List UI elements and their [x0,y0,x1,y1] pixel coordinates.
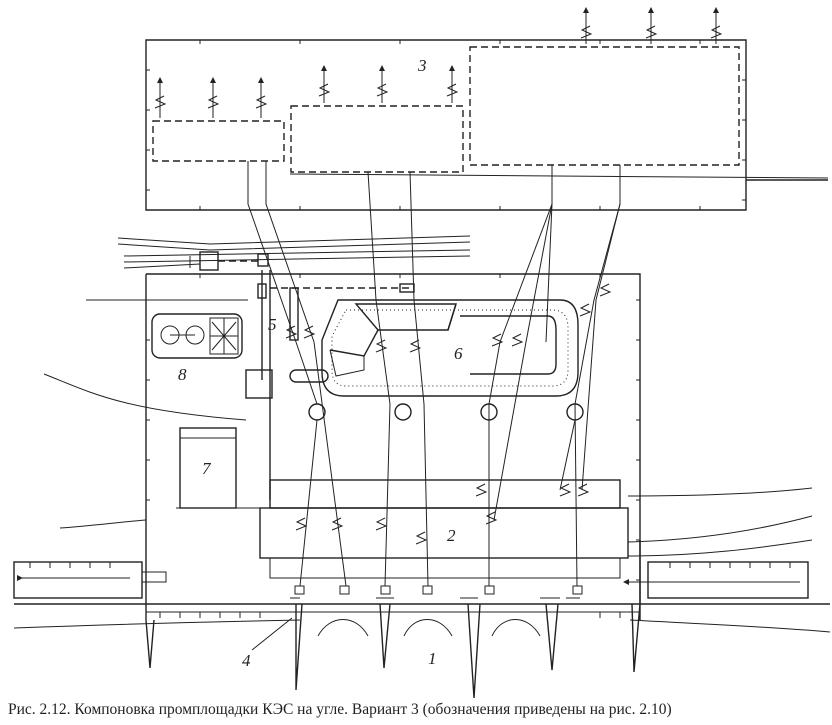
lightning-arrow-icon [376,65,389,103]
railway-tracks [117,235,471,271]
lightning-arrow-icon [710,7,723,44]
lightning-arrow-icon [255,77,268,118]
outfall-piers [145,597,641,699]
building-a [152,120,285,162]
label-3: 3 [417,56,427,75]
boiler-circles [308,403,584,421]
label-8: 8 [178,365,187,384]
line-markers [285,283,612,545]
connection-lines [247,161,621,587]
lightning-arrow-icon [318,65,331,103]
dock-left [13,561,167,599]
pump-circle-icon [394,403,412,421]
lightning-arrow-icon [446,65,459,103]
lightning-arrow-icon [580,7,593,44]
outlet-squares [294,585,583,595]
left-conveyor [245,270,415,500]
building-b [290,105,464,173]
label-6: 6 [454,344,463,363]
label-2: 2 [447,526,456,545]
coal-yard-6 [289,299,579,397]
lightning-arrow-icon [154,77,167,118]
main-building-2 [259,479,629,579]
label-1: 1 [428,649,437,668]
inner-rail-line [289,173,829,179]
building-7 [176,427,270,509]
lightning-arrow-icon [645,7,658,44]
roads-left [43,299,248,529]
dock-right [623,561,809,599]
lightning-arrow-icon [207,77,220,118]
label-4: 4 [242,651,251,670]
figure-caption: Рис. 2.12. Компоновка промплощадки КЭС н… [8,701,672,718]
label-5: 5 [268,315,277,334]
roads-right [627,487,813,557]
leader-line-4 [251,617,293,651]
building-c [469,46,740,166]
label-7: 7 [202,459,212,478]
river-1 [13,540,831,633]
zone-3-boundary [145,39,747,211]
emission-arrows [154,7,723,118]
block-8 [151,313,243,359]
